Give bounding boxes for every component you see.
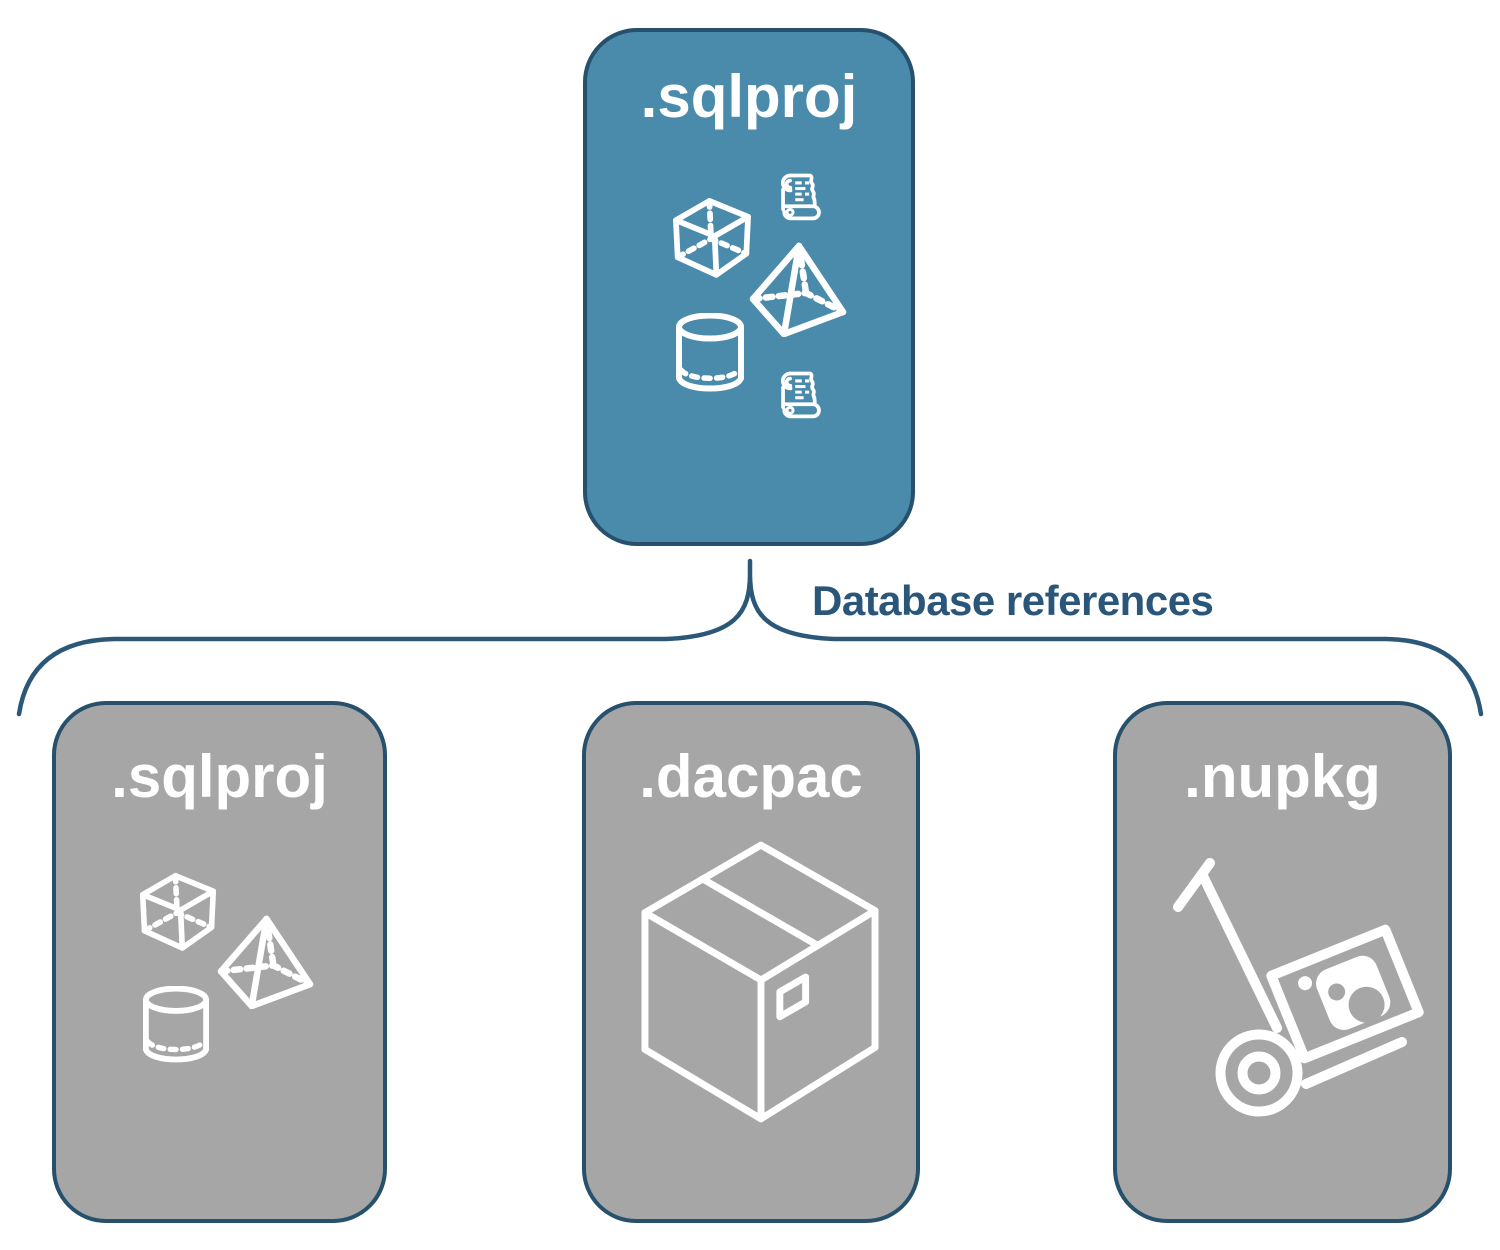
cylinder-icon [142, 986, 210, 1064]
node-title: .sqlproj [111, 743, 328, 810]
scroll-icon [770, 168, 826, 224]
package-box-icon [641, 841, 879, 1124]
cube-icon [135, 868, 221, 954]
pyramid-icon [217, 915, 316, 1009]
connector-label: Database references [812, 577, 1214, 624]
node-title: .nupkg [1184, 743, 1381, 810]
hand-truck-nuget-icon [1172, 853, 1427, 1121]
node-nupkg: .nupkg [1113, 701, 1452, 1223]
pyramid-icon [749, 242, 849, 337]
cylinder-icon [675, 313, 745, 393]
cube-icon [668, 193, 756, 281]
scroll-icon [770, 366, 826, 422]
node-title: .sqlproj [640, 63, 858, 130]
node-sqlproj-child: .sqlproj [52, 701, 387, 1223]
node-sqlproj-root: .sqlproj [583, 28, 915, 546]
node-dacpac: .dacpac [582, 701, 920, 1223]
node-title: .dacpac [639, 743, 863, 810]
